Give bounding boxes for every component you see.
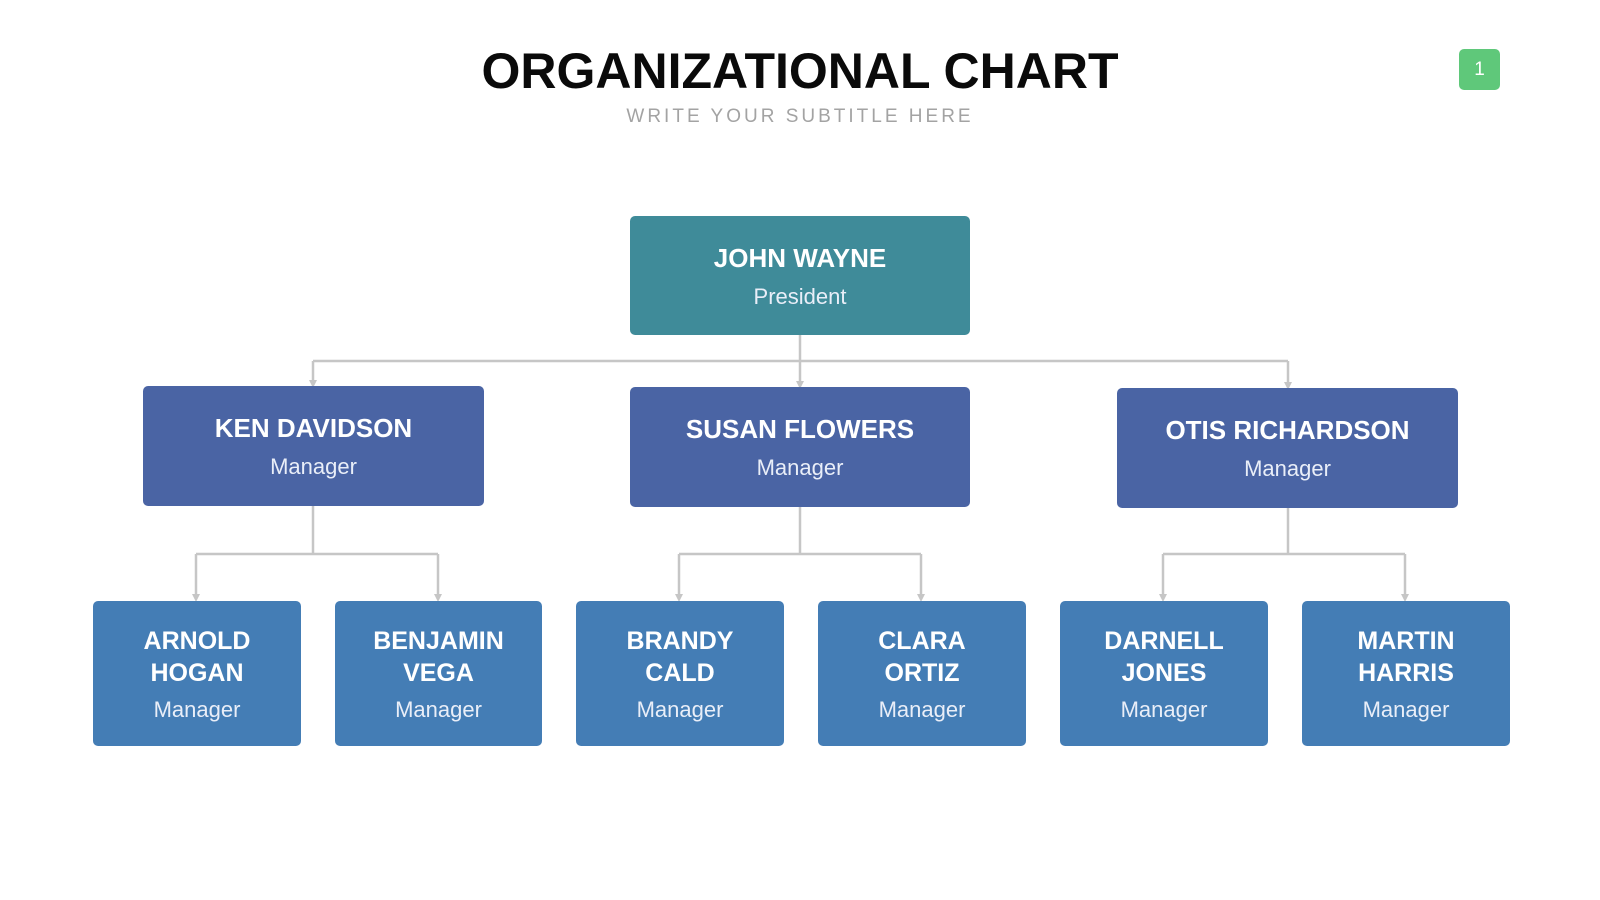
- node-name: ARNOLD HOGAN: [144, 625, 251, 689]
- node-name-line: ORTIZ: [884, 658, 960, 687]
- node-staff-2: BENJAMIN VEGA Manager: [335, 601, 542, 746]
- node-role: Manager: [756, 455, 844, 480]
- node-role: Manager: [878, 696, 966, 722]
- node-name-line: HOGAN: [150, 658, 244, 687]
- node-role: Manager: [395, 696, 482, 722]
- node-name: OTIS RICHARDSON: [1165, 415, 1410, 445]
- node-role: Manager: [1120, 696, 1208, 722]
- node-staff-4: CLARA ORTIZ Manager: [818, 601, 1026, 746]
- node-president: JOHN WAYNE President: [630, 216, 970, 335]
- node-name: MARTIN HARRIS: [1357, 625, 1454, 689]
- node-name: JOHN WAYNE: [713, 242, 887, 273]
- node-manager-3: OTIS RICHARDSON Manager: [1117, 388, 1458, 508]
- node-name: DARNELL JONES: [1104, 625, 1223, 689]
- node-manager-1: KEN DAVIDSON Manager: [143, 386, 484, 506]
- node-role: Manager: [1362, 696, 1450, 722]
- node-name: CLARA ORTIZ: [878, 625, 966, 689]
- node-name: KEN DAVIDSON: [214, 413, 413, 443]
- node-name: BENJAMIN VEGA: [373, 625, 504, 689]
- page-number-badge: 1: [1459, 49, 1500, 90]
- node-name-line: HARRIS: [1358, 658, 1454, 687]
- node-name-line: BENJAMIN: [373, 626, 504, 655]
- node-name-line: JONES: [1121, 658, 1207, 687]
- node-staff-3: BRANDY CALD Manager: [576, 601, 784, 746]
- node-name-line: BRANDY: [626, 626, 734, 655]
- node-role: Manager: [636, 696, 724, 722]
- node-staff-5: DARNELL JONES Manager: [1060, 601, 1268, 746]
- node-role: Manager: [270, 454, 357, 479]
- page-title: ORGANIZATIONAL CHART: [481, 43, 1119, 99]
- node-name-line: CLARA: [878, 626, 966, 655]
- node-role: President: [753, 283, 847, 309]
- node-name-line: DARNELL: [1104, 626, 1224, 655]
- page-subtitle: WRITE YOUR SUBTITLE HERE: [626, 106, 974, 127]
- node-role: Manager: [153, 696, 241, 722]
- node-manager-2: SUSAN FLOWERS Manager: [630, 387, 970, 507]
- node-name-line: CALD: [645, 658, 715, 687]
- node-role: Manager: [1244, 456, 1331, 481]
- node-name-line: VEGA: [403, 658, 474, 687]
- node-name: SUSAN FLOWERS: [685, 414, 915, 444]
- node-name: BRANDY CALD: [627, 625, 734, 689]
- node-staff-6: MARTIN HARRIS Manager: [1302, 601, 1510, 746]
- node-name-line: ARNOLD: [143, 626, 251, 655]
- node-staff-1: ARNOLD HOGAN Manager: [93, 601, 301, 746]
- node-name-line: MARTIN: [1357, 626, 1455, 655]
